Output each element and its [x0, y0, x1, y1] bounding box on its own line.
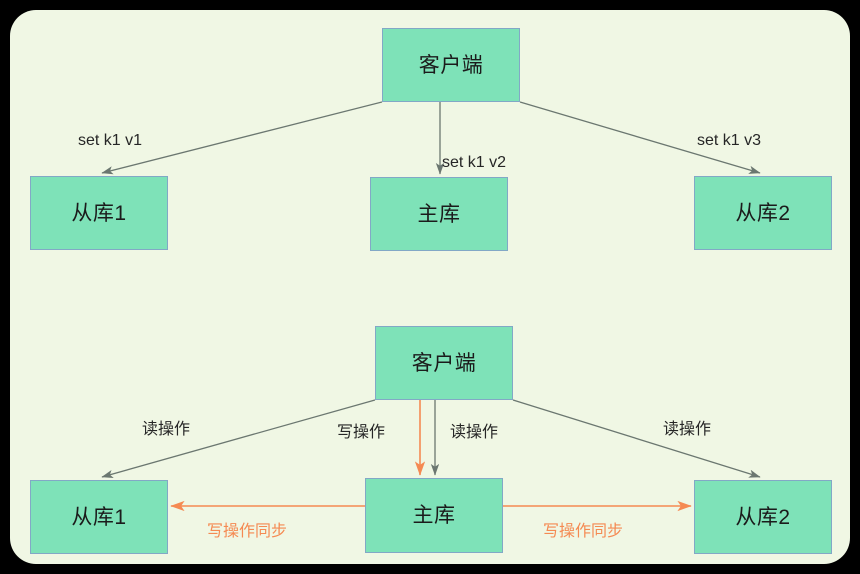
node-slave2-bottom[interactable]: 从库2 — [694, 480, 832, 554]
node-client-bottom[interactable]: 客户端 — [375, 326, 513, 400]
node-label: 从库1 — [71, 505, 127, 529]
edge-client-to-slave1 — [101, 101, 383, 175]
node-client-top[interactable]: 客户端 — [382, 28, 520, 102]
edge-label-set-k1-v1: set k1 v1 — [78, 132, 143, 149]
edge-label-read-slave2: 读操作 — [663, 421, 712, 438]
node-label: 主库 — [412, 504, 456, 527]
edge-read-slave2 — [512, 399, 761, 478]
node-label: 从库2 — [735, 505, 791, 529]
edge-label-read-master: 读操作 — [450, 424, 499, 441]
edge-layer — [101, 101, 761, 512]
node-label: 客户端 — [411, 351, 477, 375]
node-slave1-top[interactable]: 从库1 — [30, 176, 168, 250]
diagram-canvas: 客户端 从库1 主库 从库2 set k1 v1 set k1 v2 set k… — [10, 10, 850, 564]
node-master-bottom[interactable]: 主库 — [365, 478, 503, 553]
node-label: 从库1 — [71, 201, 127, 225]
node-label: 客户端 — [418, 53, 484, 77]
node-label: 主库 — [417, 202, 461, 226]
edge-label-sync-to-slave2: 写操作同步 — [543, 523, 624, 540]
node-label: 从库2 — [735, 201, 791, 225]
edge-label-set-k1-v3: set k1 v3 — [697, 132, 762, 149]
edge-label-read-slave1: 读操作 — [142, 421, 191, 438]
node-master-top[interactable]: 主库 — [370, 177, 508, 251]
edge-client-to-slave2 — [519, 101, 761, 174]
node-slave1-bottom[interactable]: 从库1 — [30, 480, 168, 554]
edge-label-write-master: 写操作 — [337, 424, 386, 441]
edge-read-slave1 — [101, 399, 376, 479]
node-slave2-top[interactable]: 从库2 — [694, 176, 832, 250]
edge-label-sync-to-slave1: 写操作同步 — [207, 523, 288, 540]
edge-label-set-k1-v2: set k1 v2 — [442, 154, 507, 171]
